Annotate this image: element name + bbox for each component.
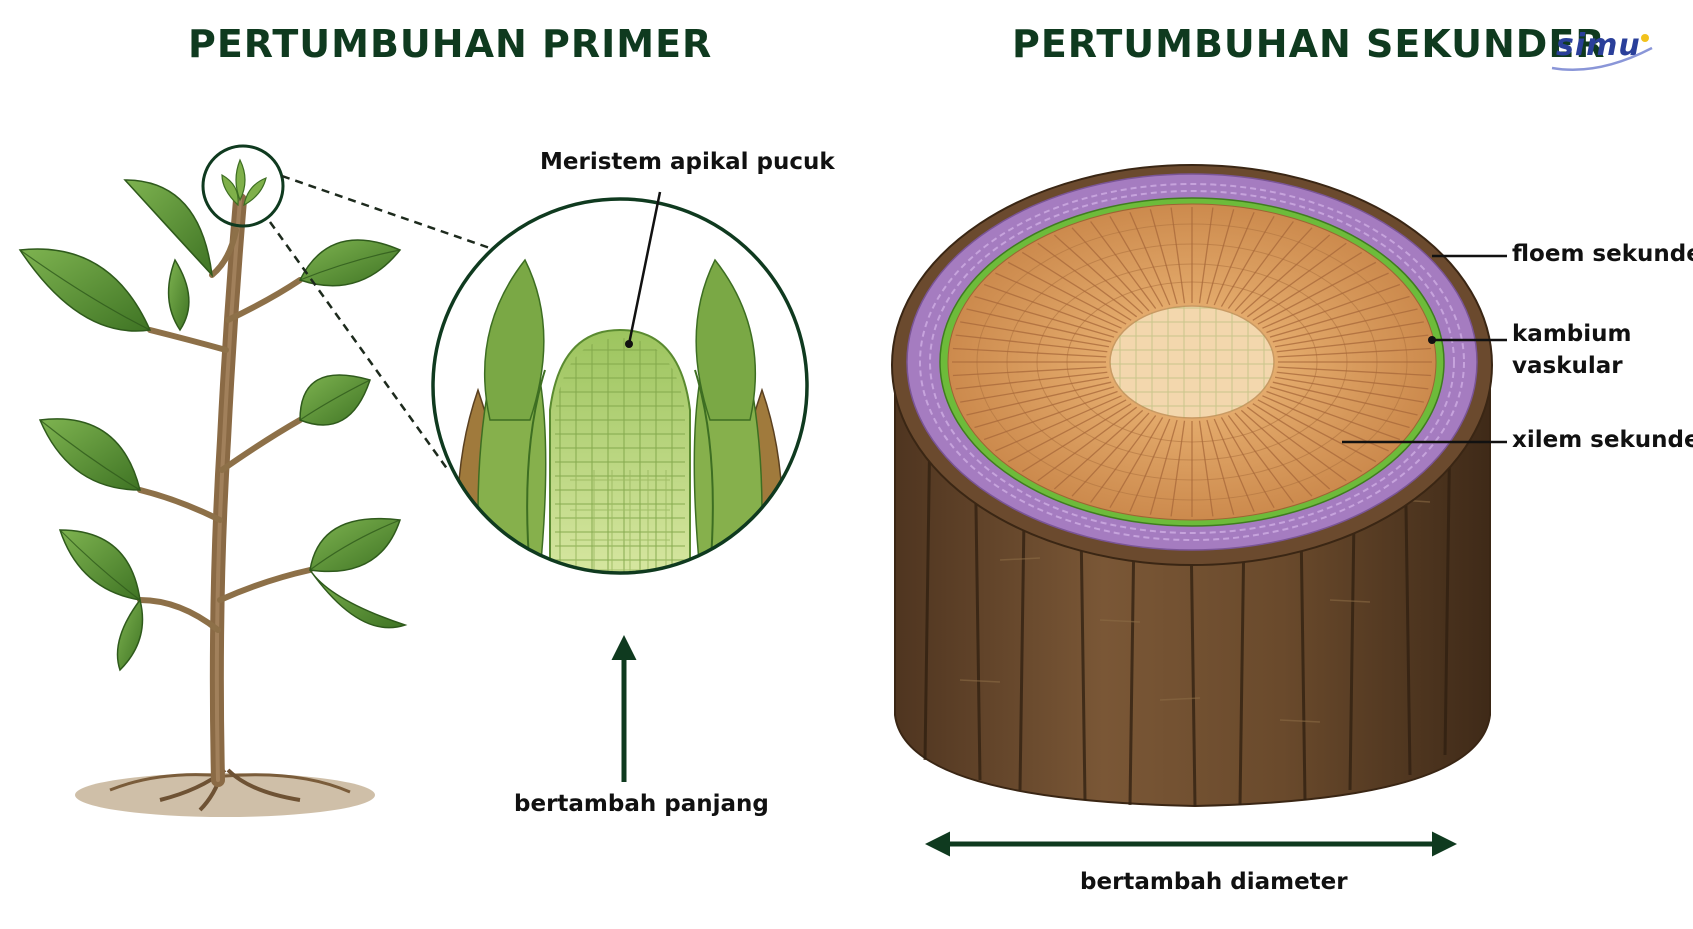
logo-swoosh-icon [1551,34,1653,71]
xylem-ray [1246,242,1347,318]
apical-bud [235,158,246,202]
xylem-ray [1007,399,1127,463]
diameter-growth-label: bertambah diameter [1080,869,1348,895]
xylem-ray [995,272,1122,329]
secondary-growth-title: PERTUMBUHAN SEKUNDER [1012,22,1606,66]
logo-text: simu [1556,28,1641,63]
leaf [38,418,141,491]
xylem-ray [1206,419,1235,515]
xylem-ray [1240,409,1331,490]
xylem-ray [1276,371,1429,390]
xylem-ray [1129,212,1171,306]
xylem-ray [1129,418,1171,512]
xylem-ray [1090,415,1157,503]
xylem-ray [1007,261,1127,325]
xylem-ray [1109,417,1164,508]
xylem-ray [960,321,1110,348]
xylem-ray [1037,242,1138,318]
tip-focus-circle [201,144,285,228]
zoom-connector-lines [268,174,511,471]
zoom-circle-border [431,197,809,575]
xylem-ray [1021,403,1132,473]
xylem-ray [1240,234,1331,315]
xylem-ray [1053,234,1144,315]
xylem-ray [1257,261,1377,325]
primary-growth-title: PERTUMBUHAN PRIMER [188,22,713,66]
xylem-ray [1266,283,1401,334]
xylem-ray [1257,399,1377,463]
xylem-ray [1149,419,1178,515]
xylem-ray [1213,418,1255,512]
xylem-ray [1269,295,1410,338]
xylem-ray [1262,272,1389,329]
leaf [18,248,152,332]
xylem-ray [1021,251,1132,321]
xylem-ray [1234,412,1313,497]
cambium-label-line1: kambium [1512,321,1632,347]
xylem-ray [966,308,1112,343]
xylem-ray [983,390,1118,441]
shoot-apex-zoom [431,197,809,575]
meristem-label: Meristem apikal pucuk [540,149,835,175]
soil-patch [75,773,375,817]
xylem-ray [1252,403,1363,473]
xylem-ray [1266,390,1401,441]
xylem-label: xilem sekunder [1512,427,1693,453]
leaf [309,517,402,573]
xylem-ray [1109,216,1164,307]
xylem-ray [1272,308,1418,343]
leaf [58,529,141,601]
phloem-label: floem sekunder [1512,241,1693,267]
xylem-ray [974,386,1115,429]
leaf [167,258,190,332]
leaf [299,374,371,426]
xylem-ray [1277,366,1432,377]
xylem-ray [966,381,1112,416]
stump-pointer-lines [1342,254,1507,444]
xylem-ray [1037,406,1138,482]
stem-cross-section [891,164,1493,808]
plant-illustration [18,144,408,817]
xylem-ray [1246,406,1347,482]
xylem-ray [1274,321,1424,348]
xylem-ray [952,347,1107,358]
leaf [116,598,144,672]
xylem-ray [1213,212,1255,306]
xylem-ray [1090,221,1157,309]
cambium-label-line2: vaskular [1512,353,1623,379]
xylem-ray [1274,376,1424,403]
xylem-ray [1198,420,1214,517]
xylem-ray [974,295,1115,338]
meristem-pointer-line [627,191,662,345]
xylem-ray [1071,227,1150,312]
xylem-ray [1272,381,1418,416]
xylem-ray [1269,386,1410,429]
xylem-ray [960,376,1110,403]
xylem-ray [1149,209,1178,305]
xylem-ray [1071,412,1150,497]
xylem-ray [1170,420,1186,517]
xylem-ray [1206,209,1235,305]
length-growth-label: bertambah panjang [514,791,769,817]
xylem-ray [1227,415,1294,503]
leaf [309,569,408,629]
xylem-ray [955,334,1108,353]
xylem-ray [1053,409,1144,490]
xylem-ray [952,366,1107,377]
xylem-ray [995,395,1122,452]
xylem-rays [952,207,1432,517]
xylem-ray [1277,347,1432,358]
xylem-ray [1198,207,1214,304]
xylem-ray [1252,251,1363,321]
xylem-ray [1276,334,1429,353]
simu-logo: simu [1548,26,1658,76]
xylem-ray [983,283,1118,334]
xylem-ray [955,371,1108,390]
xylem-ray [1220,417,1275,508]
xylem-ray [1234,227,1313,312]
xylem-ray [1220,216,1275,307]
xylem-ray [1170,207,1186,304]
xylem-ray [1227,221,1294,309]
